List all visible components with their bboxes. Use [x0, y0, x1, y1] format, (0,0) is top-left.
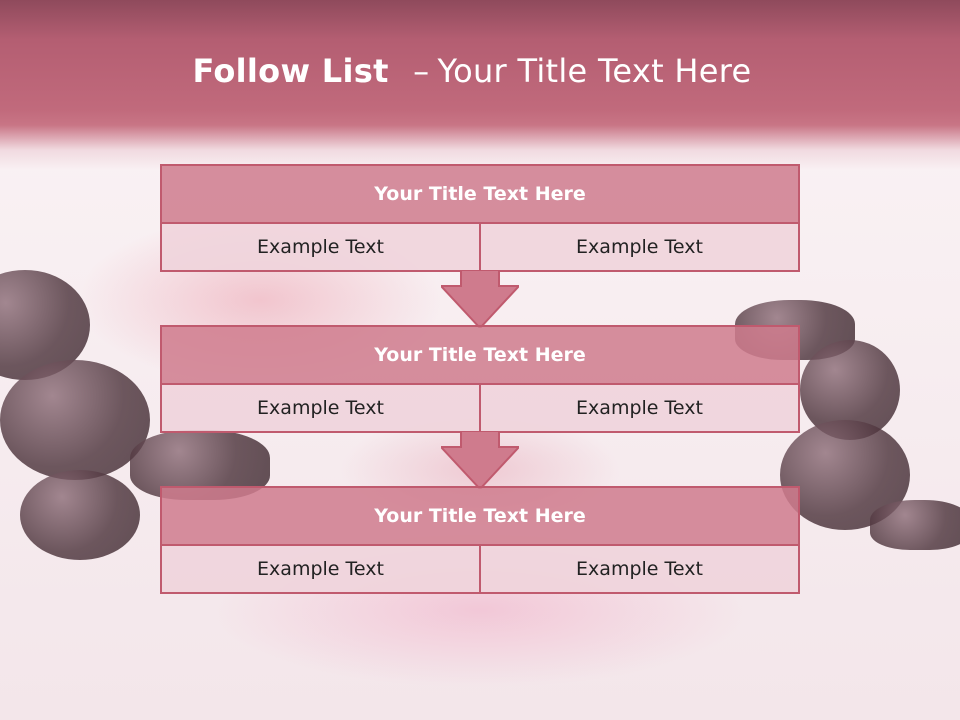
header-band [0, 0, 960, 170]
step-cell-right: Example Text [479, 224, 798, 270]
step-cell-right: Example Text [479, 385, 798, 431]
title-dash: – [413, 52, 430, 90]
step-title: Your Title Text Here [162, 166, 798, 224]
step-cell-left: Example Text [162, 546, 479, 592]
step-box-1: Your Title Text Here Example Text Exampl… [160, 164, 800, 272]
step-title: Your Title Text Here [162, 488, 798, 546]
step-row: Example Text Example Text [162, 224, 798, 270]
stone-decoration [0, 360, 150, 480]
down-arrow-icon [441, 431, 519, 489]
step-box-2: Your Title Text Here Example Text Exampl… [160, 325, 800, 433]
step-row: Example Text Example Text [162, 546, 798, 592]
step-row: Example Text Example Text [162, 385, 798, 431]
title-rest: Your Title Text Here [437, 52, 752, 90]
stone-decoration [20, 470, 140, 560]
down-arrow-icon [441, 270, 519, 328]
slide-title: Follow List –Your Title Text Here [0, 52, 944, 90]
step-cell-left: Example Text [162, 385, 479, 431]
step-cell-right: Example Text [479, 546, 798, 592]
step-box-3: Your Title Text Here Example Text Exampl… [160, 486, 800, 594]
step-cell-left: Example Text [162, 224, 479, 270]
step-title: Your Title Text Here [162, 327, 798, 385]
stone-decoration [870, 500, 960, 550]
title-bold: Follow List [192, 52, 389, 90]
